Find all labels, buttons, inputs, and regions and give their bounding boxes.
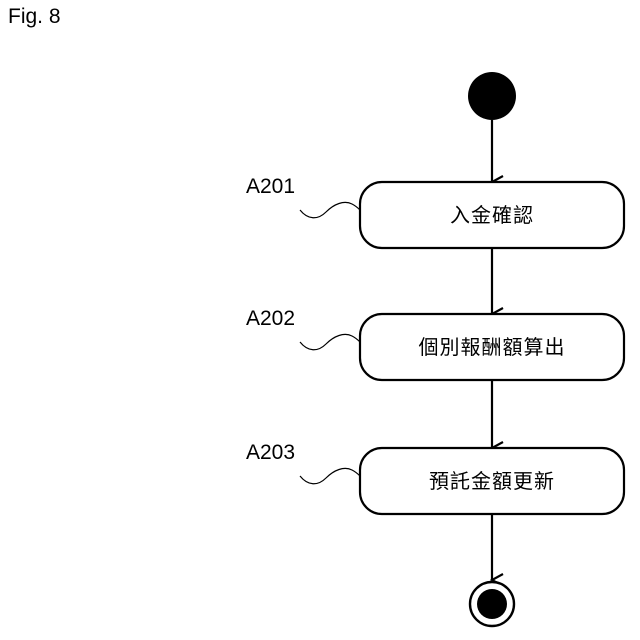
final-node xyxy=(477,589,507,619)
leader-line xyxy=(300,334,360,349)
initial-node xyxy=(468,72,516,120)
step-reference: A201 xyxy=(246,175,295,198)
step-reference: A203 xyxy=(246,441,295,464)
action-label: 預託金額更新 xyxy=(429,469,555,493)
step-reference: A202 xyxy=(246,307,295,330)
leader-line xyxy=(300,202,360,217)
leader-line xyxy=(300,468,360,483)
action-label: 個別報酬額算出 xyxy=(419,335,566,359)
action-label: 入金確認 xyxy=(450,203,534,227)
